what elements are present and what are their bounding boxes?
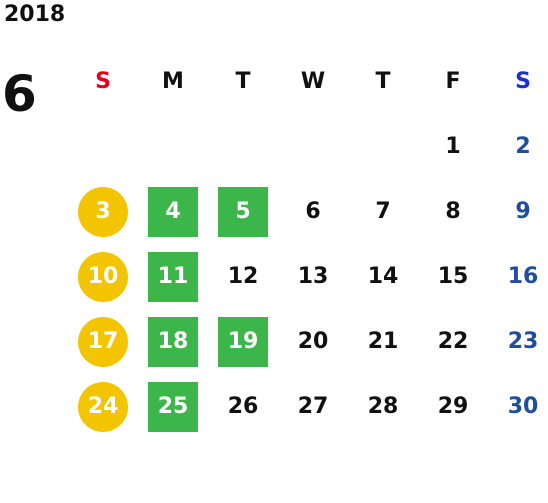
day-number: 4 [148,186,198,237]
day-number: 27 [297,394,329,419]
day-cell-highlighted[interactable]: 5 [208,179,278,244]
calendar-year: 2018 [4,2,66,27]
day-cell[interactable]: 13 [278,244,348,309]
day-number: 24 [78,381,128,432]
day-number: 11 [148,251,198,302]
day-cell-empty [278,114,348,179]
weekday-header-thursday: T [375,68,391,94]
day-number: 18 [148,316,198,367]
day-cell-empty [348,114,418,179]
day-number: 21 [367,329,399,354]
day-number: 22 [437,329,469,354]
day-cell-empty [208,114,278,179]
calendar-grid: S M T W T F S 1 2 3 4 5 6 7 8 9 10 11 12… [68,48,548,439]
day-cell-sunday-highlighted[interactable]: 10 [68,244,138,309]
day-number: 30 [507,394,539,419]
day-number: 20 [297,329,329,354]
day-number: 6 [305,199,321,224]
day-cell[interactable]: 1 [418,114,488,179]
day-cell-highlighted[interactable]: 11 [138,244,208,309]
day-cell[interactable]: 12 [208,244,278,309]
day-number: 29 [437,394,469,419]
day-number: 14 [367,264,399,289]
weekday-header-friday: F [445,68,461,94]
day-number: 1 [445,134,461,159]
day-cell-sunday-highlighted[interactable]: 3 [68,179,138,244]
day-cell[interactable]: 6 [278,179,348,244]
day-number: 15 [437,264,469,289]
day-cell[interactable]: 21 [348,309,418,374]
day-number: 2 [515,134,531,159]
day-cell-sunday-highlighted[interactable]: 17 [68,309,138,374]
day-cell-highlighted[interactable]: 18 [138,309,208,374]
weekday-header-tuesday: T [235,68,251,94]
day-number [148,122,198,172]
weekday-header-sunday: S [95,68,111,94]
day-cell[interactable]: 22 [418,309,488,374]
day-number: 7 [375,199,391,224]
day-cell-saturday[interactable]: 16 [488,244,548,309]
day-number [218,122,268,172]
day-number: 16 [507,264,539,289]
day-number: 17 [78,316,128,367]
day-number: 23 [507,329,539,354]
day-cell-saturday[interactable]: 9 [488,179,548,244]
day-number: 12 [227,264,259,289]
calendar-month: 6 [2,65,37,123]
day-cell[interactable]: 15 [418,244,488,309]
day-number: 13 [297,264,329,289]
weekday-header-monday: M [162,68,184,94]
day-number: 3 [78,186,128,237]
day-cell[interactable]: 14 [348,244,418,309]
day-cell[interactable]: 26 [208,374,278,439]
day-cell[interactable]: 20 [278,309,348,374]
day-cell-empty [138,114,208,179]
day-cell[interactable]: 29 [418,374,488,439]
day-cell-highlighted[interactable]: 19 [208,309,278,374]
day-number: 25 [148,381,198,432]
day-cell-sunday-highlighted[interactable]: 24 [68,374,138,439]
day-cell-saturday[interactable]: 2 [488,114,548,179]
day-number [288,122,338,172]
day-cell-highlighted[interactable]: 4 [138,179,208,244]
day-number: 9 [515,199,531,224]
day-number: 8 [445,199,461,224]
day-cell-saturday[interactable]: 30 [488,374,548,439]
weekday-header-wednesday: W [300,68,326,94]
day-number: 26 [227,394,259,419]
day-number [78,122,128,172]
day-cell-empty [68,114,138,179]
day-number: 10 [78,251,128,302]
day-cell-highlighted[interactable]: 25 [138,374,208,439]
day-number: 28 [367,394,399,419]
day-cell[interactable]: 28 [348,374,418,439]
day-number: 5 [218,186,268,237]
day-cell[interactable]: 27 [278,374,348,439]
day-number: 19 [218,316,268,367]
day-cell[interactable]: 8 [418,179,488,244]
day-number [358,122,408,172]
day-cell[interactable]: 7 [348,179,418,244]
weekday-header-saturday: S [515,68,531,94]
day-cell-saturday[interactable]: 23 [488,309,548,374]
